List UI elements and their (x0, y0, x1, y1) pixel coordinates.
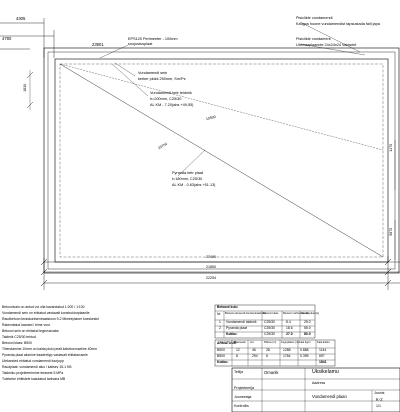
table-cell: B500 (217, 354, 225, 358)
note-line: Raudbetoon teraskontsentraatsioon 9-2 Mi… (2, 317, 100, 321)
annotation-floor-2: t=180mm, C25/30 (172, 177, 203, 181)
table-cell: Pyranda plaat (226, 326, 247, 330)
dim-bottom-3: 22254 (206, 276, 216, 280)
title-block-drawing-title: Vundamendi plaan (312, 394, 347, 399)
table-cell: 294 (252, 354, 258, 358)
dim-right-1: 1470 (389, 143, 394, 152)
table-cell: 1 (219, 320, 221, 324)
concrete-table-title: Betooni kulu (217, 305, 238, 309)
dim-top-2: 4780 (2, 36, 12, 41)
note-top-4: Uldmaaplaanide 24x24x24 Valdsekt (296, 43, 357, 47)
table-header: Diameeter (234, 341, 246, 344)
table-header: Pikkus (m) (264, 341, 277, 344)
annotation-wall-1: Vundamendi sein (138, 71, 168, 75)
table-cell: 8.4 (286, 320, 291, 324)
table-cell: 1764 (283, 354, 291, 358)
title-block-label-tellija: Tellija (234, 370, 243, 374)
table-cell: 2 (219, 326, 221, 330)
table-cell: Kokku: (226, 332, 238, 336)
table-cell: 0.888 (300, 348, 309, 352)
note-top-1: Pisicliide vundamendi (296, 16, 333, 20)
note-line: Ulekanded ehitatud vundamendi tuurjupp (2, 359, 64, 363)
note-line: Tuletorke ehitistele kasutatud tarkvara … (2, 377, 66, 381)
table-cell: C25/30 (264, 332, 275, 336)
title-block-address-label: Aadress (312, 381, 326, 385)
dim-top-1: 4305 (16, 16, 26, 21)
table-header: Kaal kokku (317, 341, 330, 344)
title-block-client: Omanik (264, 370, 279, 375)
note-line: Taldmiku projekteerimine terasest 5 MPa (2, 371, 64, 375)
table-header: Kogupikkus (m) (281, 341, 300, 344)
table-cell: 1288 (283, 348, 291, 352)
table-cell: Kokku: (217, 360, 229, 364)
table-cell: 25.0 (304, 320, 311, 324)
note-line: Betooni sein on ehitatud tegevusvaba (2, 329, 59, 333)
note-top-3: Pisicliide vundament (296, 37, 331, 41)
annotation-slab-3: AL KM - 7.20(abs +49,55) (150, 103, 194, 107)
table-header: Kaal kg/m (299, 341, 311, 344)
table-cell: 55.0 (304, 326, 311, 330)
annotation-eps-2: soojustusplaat (128, 42, 153, 46)
note-line: Vundamendi sein on ehitatud vastavalt ko… (2, 311, 90, 315)
annotation-eps-1: EPS120 Perimeeter - 100mm (128, 37, 178, 41)
title-block-page: 1/1 (376, 404, 381, 408)
dim-bottom-1: 27400 (206, 255, 216, 259)
table-cell: 12 (236, 348, 240, 352)
title-block-sheet-number: K-2 (376, 397, 383, 402)
table-cell: Vundamendi taldmik (226, 320, 257, 324)
note-line: Tihendamine 10mm on kalda ploki pealt ka… (2, 347, 98, 351)
dim-top-3: 23901 (92, 42, 104, 47)
table-cell: B500 (217, 348, 225, 352)
note-line: Rakendatud kaaned / teine voor (2, 323, 51, 327)
table-cell: C25/30 (264, 326, 275, 330)
annotation-wall-2: kerker plokk 250mm, Sm/Ps (138, 77, 186, 81)
annotation-slab-2: h=200mm, C25/30 (150, 97, 182, 101)
annotation-floor-3: AL KM - 0.63(abs +51.13) (172, 183, 216, 187)
table-header: Raudapuksd kg (301, 312, 320, 315)
annotation-slab-1: Vundamendi betr teldmik (150, 91, 192, 95)
note-line: Raudplaat: vundamendi alus / kaitsev 15-… (2, 365, 72, 369)
table-cell: 8 (236, 354, 238, 358)
dim-right-2: 5870 (389, 227, 394, 236)
note-line: Taldmik C25/30 tehtud (2, 335, 36, 339)
title-block-label-kontrollis: Kontrollis (234, 404, 249, 408)
title-block-label-joonestaja: Joonestaja (234, 395, 252, 399)
note-top-2: Kaugus hoone vundamendist tapsustada fai… (296, 22, 380, 26)
table-cell: 1144 (319, 348, 327, 352)
table-cell: 18.6 (286, 326, 293, 330)
title-block-label-projekteerija: Projekteerija (234, 386, 254, 390)
table-cell: 27.0 (286, 332, 293, 336)
table-header: Betooni elemendi kontsentraatsioon (225, 312, 267, 315)
rebar-table-title: ARMATUUR (217, 341, 237, 345)
table-cell: 46 (252, 348, 256, 352)
dim-left-mark: 1830 (23, 83, 28, 92)
table-cell: 1841 (319, 360, 327, 364)
note-line: Betooni klass: B500 (2, 341, 32, 345)
table-cell: 80.0 (304, 332, 311, 336)
table-cell: 0.395 (300, 354, 309, 358)
table-cell: 28 (266, 348, 270, 352)
title-block-project: Uksikelamu (312, 369, 339, 375)
title-block-sheet-label: Joonis (374, 391, 385, 395)
annotation-floor-1: Pyranda betr plaat (172, 171, 204, 175)
table-cell: C25/30 (264, 320, 275, 324)
table-header: Arv (250, 341, 254, 344)
table-cell: 6 (266, 354, 268, 358)
table-header: Nr (217, 312, 221, 316)
dim-bottom-2: 21850 (206, 265, 216, 269)
table-header: Betooni klass (263, 312, 279, 315)
table-cell: 697 (319, 354, 325, 358)
table-header: Betooni mahtuvus m3 (283, 312, 309, 315)
note-line: Betoonivalu on antud voi olla kavandatud… (2, 305, 85, 309)
note-line: Pyranda plaat alumine kaadertipp vastava… (2, 353, 88, 357)
